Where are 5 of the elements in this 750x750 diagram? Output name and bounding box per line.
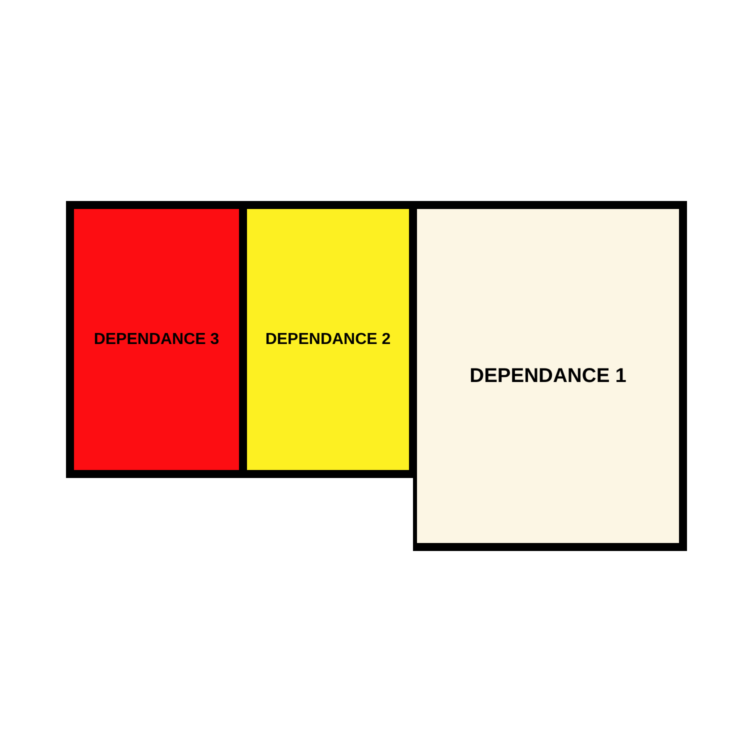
room-label: DEPENDANCE 2 [265, 330, 391, 348]
room [413, 201, 687, 551]
room [66, 201, 243, 478]
room-label: DEPENDANCE 3 [94, 330, 220, 348]
room-label: DEPENDANCE 1 [470, 364, 626, 388]
